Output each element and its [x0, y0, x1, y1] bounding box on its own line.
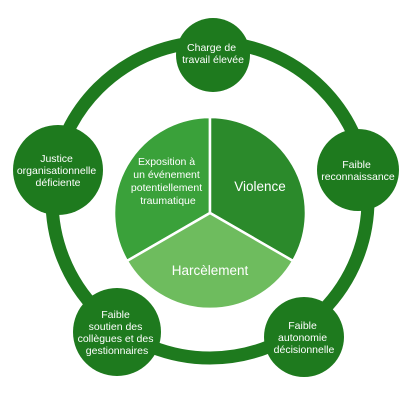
core-left-label: Exposition à un événement potentiellemen… — [131, 156, 205, 207]
core-sector-bottom — [125, 211, 295, 311]
node-top: Charge de travail élevée — [176, 18, 250, 92]
node-top-circle — [176, 18, 250, 92]
node-bottom-left-label: Faible soutien des collègues et des gest… — [78, 309, 157, 357]
node-left: Justice organisationnelle déficiente — [13, 125, 103, 215]
node-top-label: Charge de travail élevée — [182, 42, 244, 66]
node-left-label: Justice organisationnelle déficiente — [17, 153, 99, 189]
node-bottom-right-circle — [264, 297, 344, 377]
node-right-label: Faible reconnaissance — [321, 159, 395, 183]
node-left-circle — [13, 125, 103, 215]
node-bottom-right: Faible autonomie décisionnelle — [264, 297, 344, 377]
core-pie: Exposition à un événement potentiellemen… — [112, 115, 308, 311]
node-bottom-left: Faible soutien des collègues et des gest… — [73, 288, 161, 376]
node-right: Faible reconnaissance — [317, 129, 399, 211]
node-bottom-left-circle — [73, 288, 161, 376]
node-bottom-right-label: Faible autonomie décisionnelle — [274, 320, 335, 356]
node-right-circle — [317, 129, 399, 211]
core-right-label: Violence — [234, 179, 286, 194]
core-bottom-label: Harcèlement — [172, 263, 249, 278]
core-sector-left — [112, 115, 212, 263]
core-sector-right — [208, 115, 308, 263]
